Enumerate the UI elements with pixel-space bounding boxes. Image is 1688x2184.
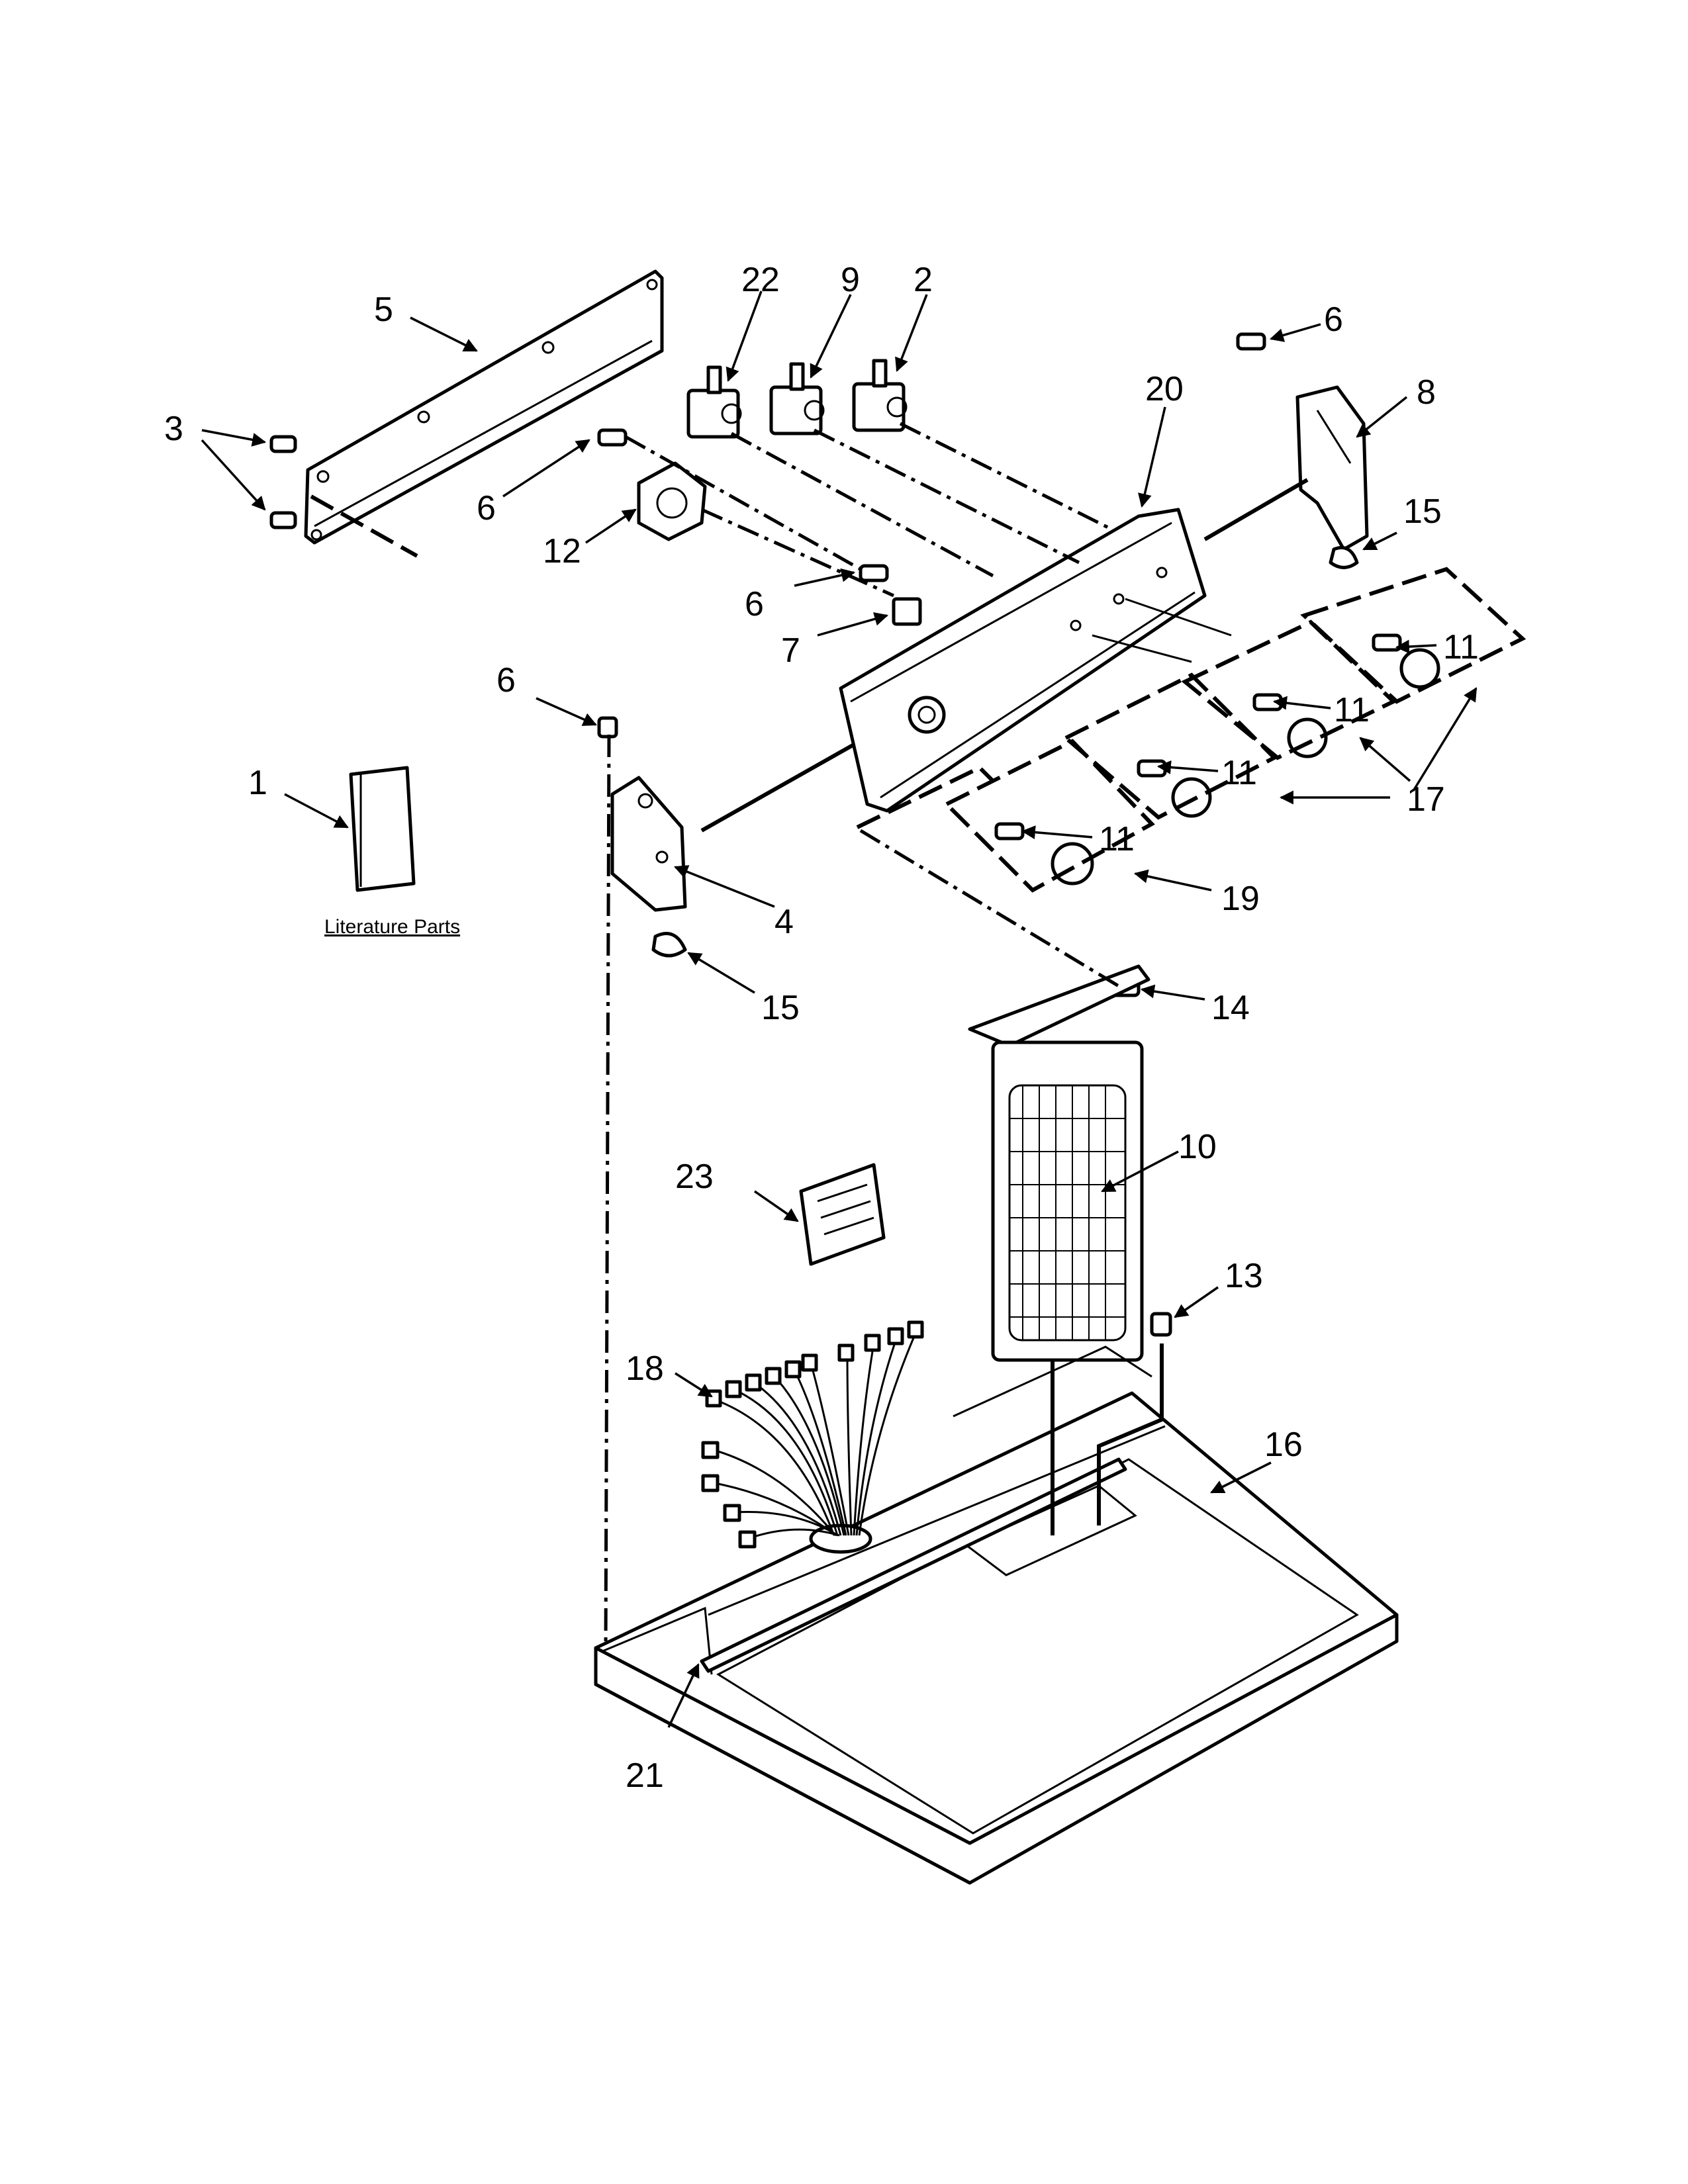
callout-20: 20 <box>1145 370 1184 408</box>
callout-labels: 1 2 3 4 5 6 6 6 6 7 8 9 10 11 11 11 11 1… <box>164 261 1479 1795</box>
screw-part <box>269 435 297 529</box>
rear-panel-part <box>304 269 664 545</box>
lint-screen-part <box>968 964 1150 1362</box>
screw-part <box>1150 1312 1172 1337</box>
circuit-board-part <box>799 1163 886 1266</box>
wire-harness-part <box>701 1320 924 1549</box>
callout-11b: 11 <box>1334 691 1370 729</box>
callout-12: 12 <box>543 532 581 570</box>
top-cover-part <box>594 1345 1399 1885</box>
callout-11d: 11 <box>1099 820 1135 858</box>
bracket-part <box>610 776 687 912</box>
callout-15b: 15 <box>761 989 800 1027</box>
wire-clip-part <box>1329 546 1359 569</box>
callout-10: 10 <box>1178 1128 1217 1166</box>
callout-3: 3 <box>164 410 183 448</box>
switch-part <box>769 362 825 435</box>
callout-14: 14 <box>1211 989 1250 1027</box>
callout-22: 22 <box>741 261 780 299</box>
screw-part <box>1236 332 1266 351</box>
knob-group-outline <box>943 739 1155 893</box>
clip-part <box>892 597 922 626</box>
assembly-lines <box>310 422 1309 1649</box>
callout-21: 21 <box>626 1756 664 1795</box>
literature-parts-label: Literature Parts <box>324 916 460 938</box>
switch-part <box>686 365 742 439</box>
bracket-part <box>1295 385 1369 551</box>
seal-strip-part <box>700 1457 1127 1673</box>
timer-part <box>637 461 707 541</box>
callout-11a: 11 <box>1443 628 1479 666</box>
callout-6d: 6 <box>496 661 516 700</box>
leader-arrows <box>201 291 1477 1728</box>
callout-4: 4 <box>774 903 794 941</box>
callout-18: 18 <box>626 1349 664 1388</box>
screw-part <box>597 428 628 447</box>
callout-6c: 6 <box>1324 300 1343 339</box>
callout-19: 19 <box>1221 880 1260 918</box>
switch-part <box>852 359 908 432</box>
callout-23: 23 <box>675 1158 714 1196</box>
callout-5: 5 <box>374 291 393 329</box>
screw-part <box>859 564 889 582</box>
screen-mesh <box>1009 1085 1125 1340</box>
callout-16: 16 <box>1264 1426 1303 1464</box>
callout-9: 9 <box>841 261 860 299</box>
callout-2: 2 <box>914 261 933 299</box>
callout-11c: 11 <box>1221 754 1257 792</box>
callout-17: 17 <box>1407 780 1445 819</box>
knob-part <box>1252 693 1328 758</box>
callout-6b: 6 <box>745 585 764 623</box>
knob-group-outline <box>856 765 995 829</box>
callout-7: 7 <box>781 631 800 670</box>
control-panel-part <box>839 508 1207 813</box>
literature-part <box>349 766 416 892</box>
callout-1: 1 <box>248 764 267 802</box>
callout-13: 13 <box>1225 1257 1263 1295</box>
callout-6a: 6 <box>477 489 496 527</box>
callout-15a: 15 <box>1403 492 1442 531</box>
knob-part <box>1372 633 1440 689</box>
callout-8: 8 <box>1417 373 1436 412</box>
knob-group-outline <box>1062 672 1278 820</box>
screw-part <box>597 716 618 739</box>
wire-clip-part <box>651 932 687 958</box>
